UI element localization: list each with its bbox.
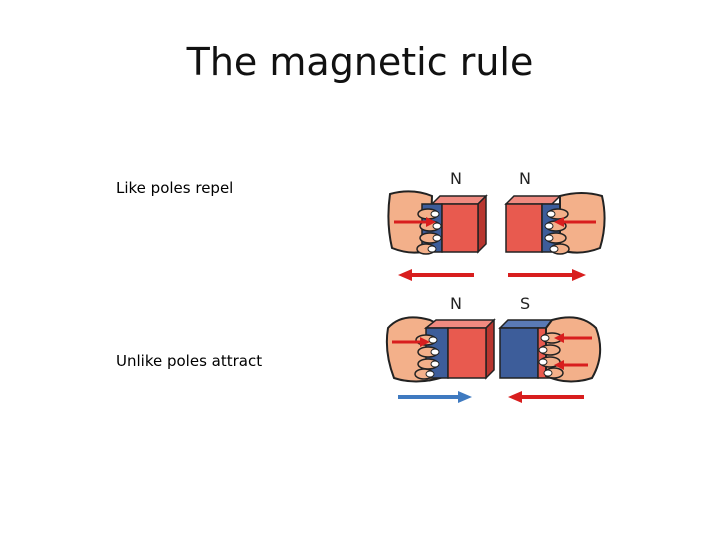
bottom-right-motion-arrow	[508, 391, 584, 403]
top-right-motion-arrow	[508, 269, 586, 281]
bottom-left-motion-arrow	[398, 391, 472, 403]
bottom-right-pole-letter: S	[520, 294, 530, 313]
top-right-pole-letter: N	[519, 169, 531, 188]
unlike-poles-label: Unlike poles attract	[116, 352, 263, 370]
magnet-illustration: N N	[385, 169, 606, 403]
bottom-left-pole-letter: N	[450, 294, 462, 313]
slide-title: The magnetic rule	[186, 40, 534, 84]
top-left-motion-arrow	[398, 269, 474, 281]
like-poles-label: Like poles repel	[116, 179, 234, 197]
top-left-pole-letter: N	[450, 169, 462, 188]
